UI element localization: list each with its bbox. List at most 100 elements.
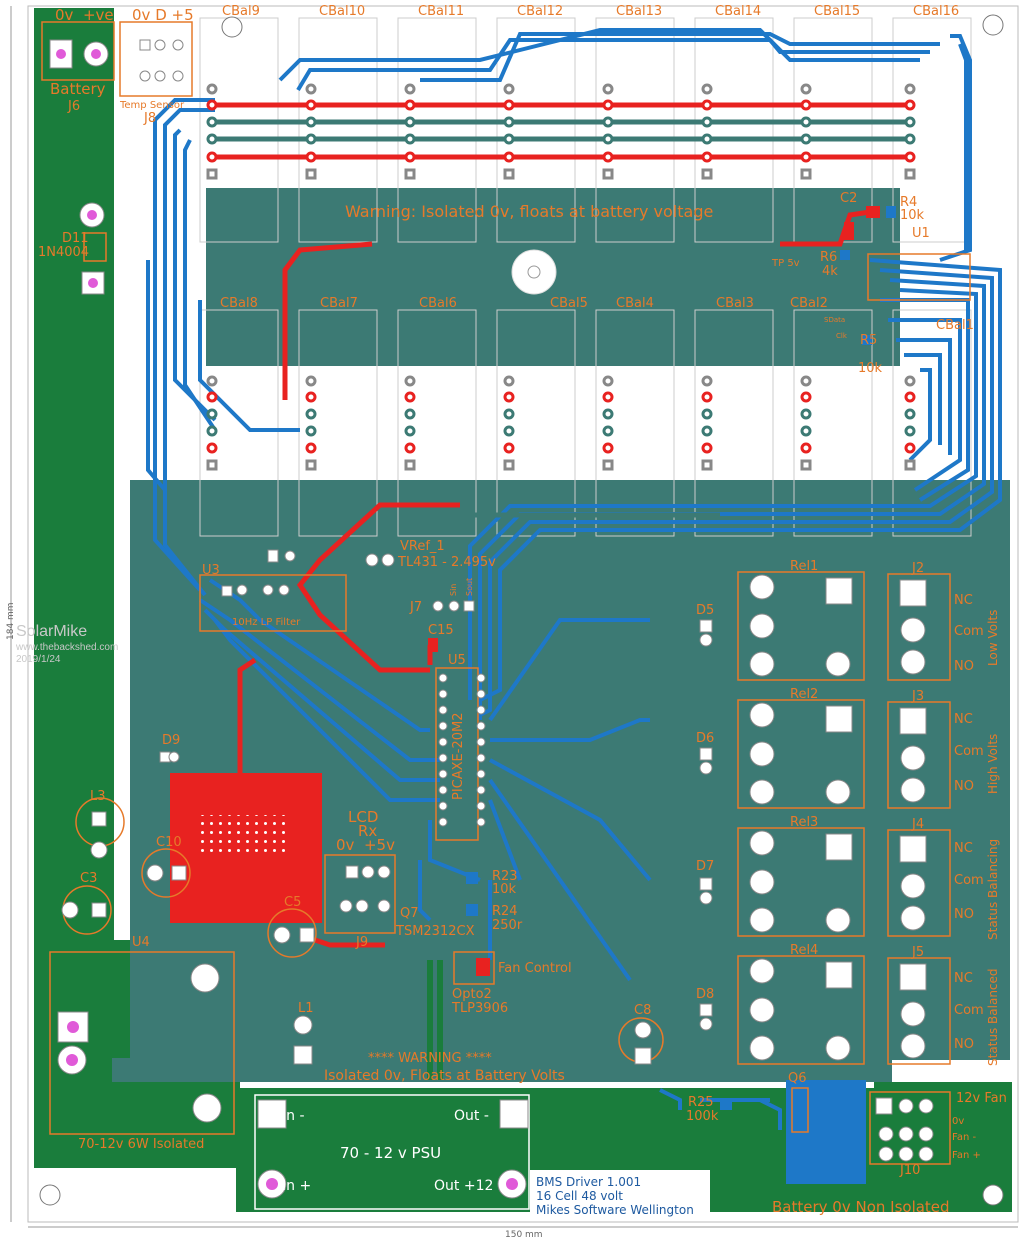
label-l1: L1 <box>298 1001 314 1016</box>
cbal-label: CBal3 <box>716 296 754 311</box>
label-fan-0v: 0v <box>952 1116 964 1127</box>
cbal-label: CBal5 <box>550 296 588 311</box>
label-temp-sensor: Temp Sensor <box>119 100 185 111</box>
label-u4-val: 70-12v 6W Isolated <box>78 1137 204 1152</box>
relay-com: Com <box>954 873 984 888</box>
title-line: BMS Driver 1.001 <box>536 1175 641 1189</box>
cbal-label: CBal4 <box>616 296 654 311</box>
label-j10: J10 <box>899 1163 920 1178</box>
relay-nc: NC <box>954 971 973 986</box>
relay-no: NO <box>954 779 974 794</box>
label-r25-val: 100k <box>686 1109 719 1124</box>
cbal-label: CBal1 <box>936 318 974 333</box>
cbal-label: CBal14 <box>715 4 761 19</box>
label-c2: C2 <box>840 191 857 206</box>
label-vref-val: TL431 - 2.495v <box>397 555 496 570</box>
cbal-labels: CBal9 CBal10 CBal11 CBal12 CBal13 CBal14… <box>220 4 974 333</box>
relay-conn: J2 <box>911 561 924 576</box>
label-d6: D6 <box>696 731 714 746</box>
watermark-name: SolarMike <box>16 623 87 640</box>
psu-in-plus: In + <box>282 1178 311 1194</box>
label-d11-val: 1N4004 <box>38 245 89 260</box>
label-r5: R5 <box>860 333 877 348</box>
label-d5: D5 <box>696 603 714 618</box>
title-block-text: BMS Driver 1.001 16 Cell 48 volt Mikes S… <box>536 1175 694 1217</box>
label-r23-val: 10k <box>492 882 517 897</box>
psu-out-minus: Out - <box>454 1108 489 1124</box>
relay-no: NO <box>954 659 974 674</box>
label-r4: R4 <box>900 195 917 210</box>
label-r23: R23 <box>492 869 518 884</box>
label-picaxe: PICAXE-20M2 <box>451 713 466 800</box>
dim-height: 184 mm <box>6 602 16 640</box>
label-clk: Clk <box>836 332 848 340</box>
relay-function: Status Balanced <box>986 968 1000 1066</box>
psu-title: 70 - 12 v PSU <box>340 1144 441 1162</box>
label-r5-val: 10k <box>858 361 883 376</box>
green-trace <box>427 960 443 1080</box>
cbal-label: CBal13 <box>616 4 662 19</box>
label-rx: Rx <box>358 822 377 840</box>
relay-name: Rel3 <box>790 815 818 830</box>
label-j8: J8 <box>143 111 156 126</box>
label-l3: L3 <box>90 789 106 804</box>
label-battery: Battery <box>50 80 106 98</box>
label-r25: R25 <box>688 1095 714 1110</box>
cbal-label: CBal2 <box>790 296 828 311</box>
cbal-label: CBal7 <box>320 296 358 311</box>
label-d11: D11 <box>62 231 89 246</box>
watermark-site: www.thebackshed.com <box>15 642 118 653</box>
relay-name: Rel2 <box>790 687 818 702</box>
label-sin: Sin <box>449 584 458 596</box>
label-opto: Opto2 <box>452 987 492 1002</box>
label-c5: C5 <box>284 895 301 910</box>
watermark: SolarMike www.thebackshed.com 2019/1/24 <box>15 623 118 665</box>
relay-nc: NC <box>954 841 973 856</box>
label-r6-val: 4k <box>822 264 838 279</box>
label-fan-minus: Fan - <box>952 1132 976 1143</box>
cbal-modules <box>199 17 972 537</box>
relay-com: Com <box>954 1003 984 1018</box>
title-block <box>530 1170 710 1216</box>
warning-bottom-2: Isolated 0v, Floats at Battery Volts <box>324 1068 565 1084</box>
cbal-label: CBal8 <box>220 296 258 311</box>
label-c3: C3 <box>80 871 97 886</box>
relay-function: Status Balancing <box>986 839 1000 940</box>
label-lcd: LCD <box>348 808 378 826</box>
relay-function: High Volts <box>986 734 1000 794</box>
label-j7: J7 <box>409 600 422 615</box>
label-j9: J9 <box>355 935 368 950</box>
mounting-holes <box>39 14 1004 1206</box>
label-sensor-pins: 0v D +5 <box>132 6 194 24</box>
label-sdata: SData <box>824 316 845 324</box>
relay-function: Low Volts <box>986 610 1000 666</box>
watermark-date: 2019/1/24 <box>16 654 61 665</box>
cbal-label: CBal9 <box>222 4 260 19</box>
cbal-label: CBal6 <box>419 296 457 311</box>
psu-labels: In - Out - 70 - 12 v PSU In + Out +12 <box>282 1108 493 1194</box>
silkscreen-text: 0v +ve 0v D +5 Battery J6 Temp Sensor J8… <box>38 6 1007 1216</box>
power-pad-vias <box>196 815 286 855</box>
label-r24-val: 250r <box>492 918 523 933</box>
warning-top: Warning: Isolated 0v, floats at battery … <box>345 202 713 221</box>
relay-com: Com <box>954 624 984 639</box>
label-r24: R24 <box>492 904 518 919</box>
label-d8: D8 <box>696 987 714 1002</box>
cbal-label: CBal10 <box>319 4 365 19</box>
title-line: Mikes Software Wellington <box>536 1203 694 1217</box>
label-q6: Q6 <box>788 1071 807 1086</box>
silkscreen-outlines <box>41 21 971 1165</box>
relay-conn: J3 <box>911 689 924 704</box>
relay-no: NO <box>954 1037 974 1052</box>
label-d7: D7 <box>696 859 714 874</box>
dim-width: 150 mm <box>505 1230 543 1240</box>
cbal-label: CBal11 <box>418 4 464 19</box>
label-vref: VRef_1 <box>400 539 445 554</box>
teal-traces <box>212 119 910 518</box>
label-fan-control: Fan Control <box>498 961 572 976</box>
label-lcd-pins: 0v +5v <box>336 836 395 854</box>
psu-outline <box>254 1094 530 1210</box>
label-r4-val: 10k <box>900 208 925 223</box>
relay-conn: J5 <box>911 945 924 960</box>
